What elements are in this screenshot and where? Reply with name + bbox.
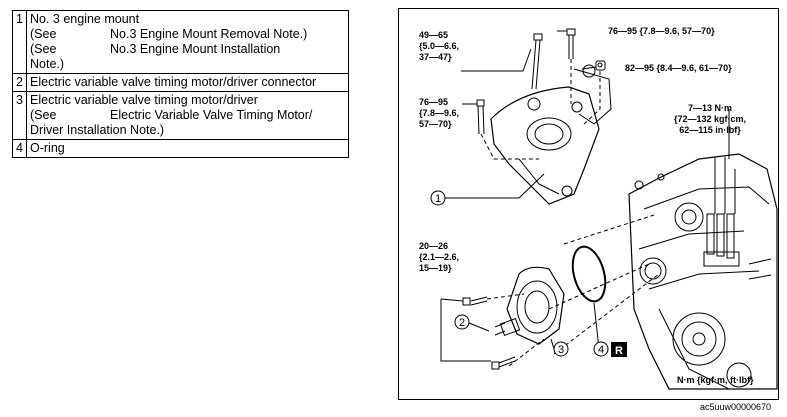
part-number: 2 [12, 73, 27, 92]
leader-lines [440, 30, 730, 362]
part-name: Electric variable valve timing motor/dri… [30, 93, 258, 107]
vvt-motor-drawing [494, 266, 565, 345]
part-number: 3 [12, 91, 27, 140]
parts-row-1: 1 No. 3 engine mount (See No.3 Engine Mo… [12, 10, 349, 74]
torque-spec-mount-top-left: 49—65 {5.0—6.6, 37—47} [419, 30, 460, 62]
callout-4: 4 [598, 344, 604, 356]
part-description: Electric variable valve timing motor/dri… [26, 91, 349, 140]
parts-row-3: 3 Electric variable valve timing motor/d… [12, 91, 349, 140]
figure-id: ac5uuw00000670 [700, 402, 772, 412]
note-text: No.3 Engine Mount Removal Note.) [110, 27, 308, 41]
part-description: O-ring [26, 139, 349, 158]
see-label: (See [30, 42, 57, 56]
torque-spec-motor-bolts: 20—26 {2.1—2.6, 15—19} [419, 241, 460, 273]
part-note-line: (See Electric Variable Valve Timing Moto… [30, 108, 345, 123]
see-label: Note.) [30, 57, 65, 71]
torque-spec-engine-right: 7—13 N·m {72—132 kgf·cm, 62—115 in·lbf} [674, 103, 747, 135]
note-text: Electric Variable Valve Timing Motor/ [110, 108, 313, 122]
torque-spec-mount-nut: 82—95 {8.4—9.6, 61—70} [625, 63, 732, 73]
exploded-view-figure: 1 2 3 4 R 49—65 {5.0—6.6, 37—47} 76—95 {… [398, 8, 779, 400]
part-name: O-ring [30, 141, 65, 155]
exploded-view-drawing: 1 2 3 4 R [430, 28, 778, 390]
motor-bolts-drawing [462, 296, 516, 370]
vvt-sensor-stems [703, 157, 740, 267]
callout-2: 2 [459, 317, 465, 329]
part-note-line: Driver Installation Note.) [30, 123, 165, 137]
see-label: (See [30, 27, 57, 41]
part-note-line: (See No.3 Engine Mount Removal Note.) [30, 27, 345, 42]
see-label: (See [30, 108, 57, 122]
replace-mark-box [611, 342, 627, 357]
part-name: No. 3 engine mount [30, 12, 140, 26]
callout-circles [430, 190, 627, 357]
torque-spec-mount-left: 76—95 {7.8—9.6, 57—70} [419, 97, 460, 129]
note-text [110, 57, 345, 72]
torque-spec-mount-top-center: 76—95 {7.8—9.6, 57—70} [608, 26, 715, 36]
parts-table: 1 No. 3 engine mount (See No.3 Engine Mo… [12, 10, 349, 158]
engine-block-drawing [628, 153, 778, 390]
part-note-line: (See No.3 Engine Mount Installation [30, 42, 345, 57]
part-description: Electric variable valve timing motor/dri… [26, 73, 349, 92]
callout-1: 1 [435, 193, 441, 205]
part-number: 4 [12, 139, 27, 158]
replace-mark: R [615, 345, 623, 357]
part-number: 1 [12, 10, 27, 74]
o-ring-drawing [571, 245, 607, 303]
part-note-line: Note.) [30, 57, 345, 72]
mount-bolts-drawing [476, 28, 606, 135]
parts-row-4: 4 O-ring [12, 139, 349, 158]
part-description: No. 3 engine mount (See No.3 Engine Moun… [26, 10, 349, 74]
engine-mount-drawing [490, 64, 612, 205]
parts-row-2: 2 Electric variable valve timing motor/d… [12, 73, 349, 92]
part-name: Electric variable valve timing motor/dri… [30, 75, 317, 89]
note-text: No.3 Engine Mount Installation [110, 42, 281, 56]
callout-3: 3 [558, 344, 564, 356]
units-note: N·m {kgf·m, ft·lbf} [677, 375, 754, 385]
alignment-lines [480, 59, 660, 367]
